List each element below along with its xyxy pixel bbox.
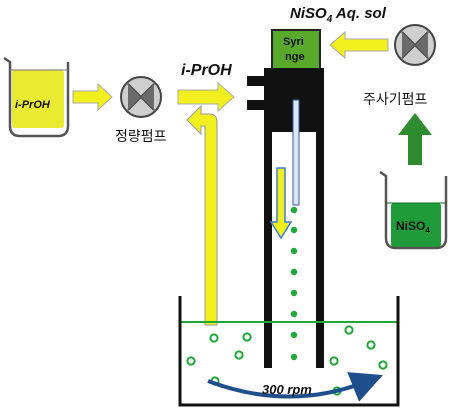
right-beaker-label: NiSO4 — [396, 219, 430, 235]
reactor-icon — [247, 68, 324, 368]
niso4-beaker-icon — [379, 170, 448, 250]
flow-arrow-icon — [269, 167, 293, 240]
stirring-speed-label: 300 rpm — [262, 382, 312, 397]
supply-arrow-icon — [398, 113, 432, 165]
droplets-tube — [290, 206, 298, 361]
syringe-label-2: nge — [285, 51, 305, 63]
ipa-beaker-icon — [3, 56, 70, 138]
ipa-feed-label: i-PrOH — [181, 62, 232, 79]
metering-pump-label: 정량펌프 — [115, 128, 167, 144]
syringe-label-1: Syri — [283, 36, 304, 48]
pump-to-reactor-arrow-icon — [177, 81, 235, 113]
vessel-icon — [178, 296, 400, 407]
nickel-solution-label: NiSO4 Aq. sol — [290, 5, 387, 25]
syringe-pump-icon — [394, 24, 436, 66]
syringe-feed-arrow-icon — [329, 30, 389, 60]
syringe-pump-label: 주사기펌프 — [363, 91, 428, 107]
feed-arrow-icon — [72, 82, 113, 112]
metering-pump-icon — [120, 76, 162, 118]
return-arrow-icon — [186, 104, 218, 326]
left-beaker-label: i-PrOH — [15, 99, 51, 111]
stir-arrow-icon — [207, 372, 383, 402]
